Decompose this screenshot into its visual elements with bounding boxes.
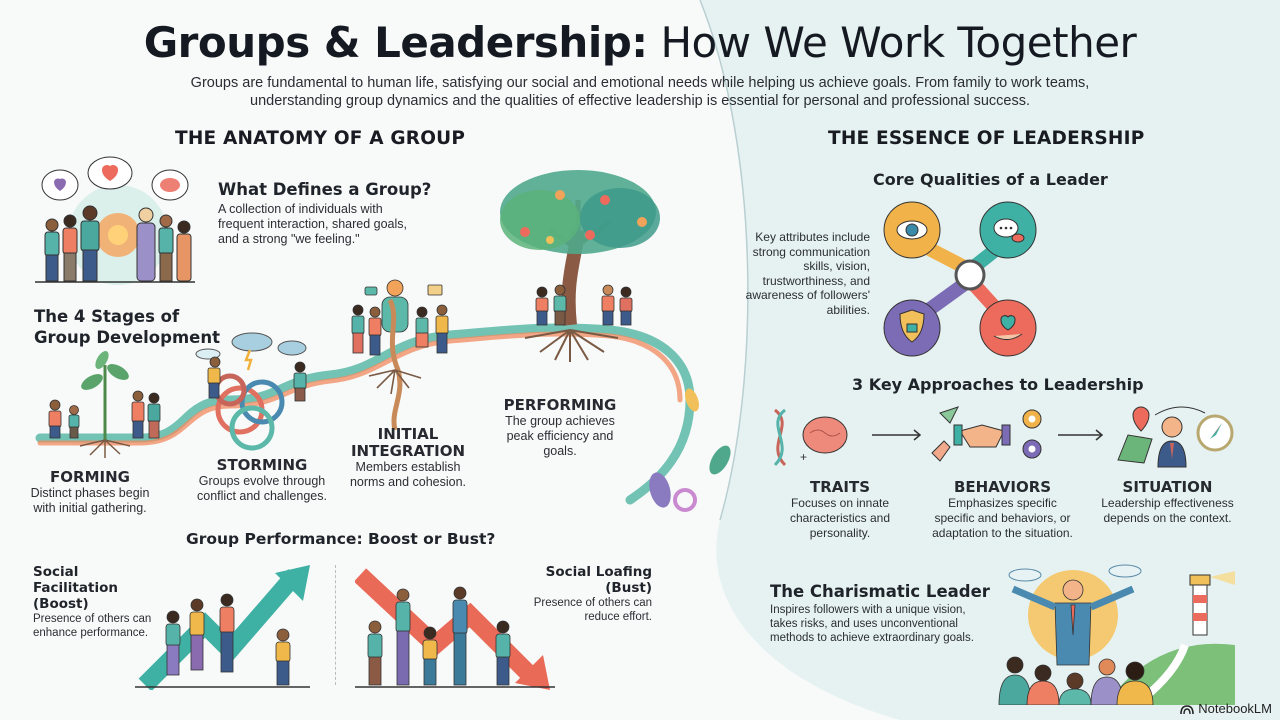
sapling-icon — [79, 350, 131, 458]
anatomy-heading: THE ANATOMY OF A GROUP — [175, 128, 466, 149]
bust-desc: Presence of others can reduce effort. — [533, 597, 652, 623]
core-qualities-text: Key attributes include strong communicat… — [745, 230, 870, 317]
heart-bubble-icon — [87, 156, 133, 190]
approaches-title: 3 Key Approaches to Leadership — [852, 375, 1144, 394]
heart-hand-icon — [979, 299, 1037, 357]
brain-bubble-icon — [151, 169, 189, 201]
performance-heading: Group Performance: Boost or Bust? — [186, 530, 496, 548]
approach-desc: Focuses on innate characteristics and pe… — [789, 496, 891, 540]
group-people-illustration — [35, 156, 195, 285]
stage-title: INITIAL INTEGRATION — [350, 425, 466, 460]
arrow-right-icon — [872, 429, 922, 441]
approach-title: SITUATION — [1122, 478, 1213, 496]
stage-title: PERFORMING — [503, 396, 617, 414]
title-light: How We Work Together — [647, 18, 1137, 67]
arrow-right-icon — [1058, 429, 1104, 441]
social-facilitation-block: Social Facilitation (Boost) Presence of … — [33, 564, 163, 640]
approach-title: TRAITS — [809, 478, 870, 496]
svg-text:+: + — [800, 450, 807, 464]
approach-desc: Emphasizes specific specific and behavio… — [932, 496, 1073, 540]
stage-title: STORMING — [216, 456, 308, 474]
notebooklm-logo-icon — [1180, 704, 1195, 714]
core-qualities-title: Core Qualities of a Leader — [873, 170, 1108, 189]
stage-desc: Groups evolve through conflict and chall… — [197, 474, 327, 503]
definition-text: A collection of individuals with frequen… — [218, 202, 408, 246]
storm-cloud-icon — [195, 332, 307, 371]
stage-storming: STORMING Groups evolve through conflict … — [188, 456, 336, 504]
boost-subtitle: (Boost) — [33, 596, 89, 612]
approaches-icons: + — [773, 406, 1234, 468]
definition-title: What Defines a Group? — [218, 180, 432, 199]
gear-icon — [1022, 409, 1042, 459]
page-title: Groups & Leadership: How We Work Togethe… — [0, 18, 1280, 67]
boost-desc: Presence of others can enhance performan… — [33, 613, 152, 639]
stage-forming: FORMING Distinct phases begin with initi… — [30, 468, 150, 516]
stages-heading-line1: The 4 Stages of — [34, 307, 180, 326]
stage-initial-integration: INITIAL INTEGRATION Members establish no… — [345, 426, 471, 490]
shield-lock-icon — [883, 299, 941, 357]
approach-desc: Leadership effectiveness depends on the … — [1101, 496, 1234, 525]
heart-bubble-icon — [41, 169, 79, 201]
stage-desc: Members establish norms and cohesion. — [349, 460, 467, 489]
leadership-heading: THE ESSENCE OF LEADERSHIP — [828, 128, 1145, 149]
stages-heading: The 4 Stages of Group Development — [34, 306, 220, 348]
stage-performing: PERFORMING The group achieves peak effic… — [490, 396, 630, 459]
stages-ribbon-illustration — [35, 170, 731, 512]
handshake-icon — [953, 424, 1011, 448]
brand-watermark: NotebookLM — [1180, 701, 1272, 716]
social-loafing-block: Social Loafing (Bust) Presence of others… — [530, 564, 652, 624]
stage-title: FORMING — [50, 468, 130, 486]
dna-icon — [773, 408, 787, 467]
falling-arrow-illustration — [355, 568, 555, 690]
compass-icon — [1196, 414, 1234, 452]
title-bold: Groups & Leadership: — [143, 18, 648, 67]
businessman-icon — [1157, 416, 1187, 468]
boost-title: Social Facilitation — [33, 564, 118, 596]
fruit-tree-icon — [500, 170, 660, 362]
approach-behaviors: BEHAVIORS Emphasizes specific specific a… — [930, 478, 1075, 541]
brand-label: NotebookLM — [1198, 701, 1272, 716]
charismatic-text: Inspires followers with a unique vision,… — [770, 604, 974, 644]
approach-traits: TRAITS Focuses on innate characteristics… — [760, 478, 920, 541]
bust-title: Social Loafing — [545, 564, 652, 580]
map-pin-icon — [1117, 406, 1153, 464]
pointing-hand-icon — [931, 440, 951, 462]
tangled-knot-icon — [213, 373, 285, 451]
rising-arrow-illustration — [135, 565, 310, 690]
charismatic-title: The Charismatic Leader — [770, 582, 990, 601]
approach-title: BEHAVIORS — [953, 478, 1052, 496]
performance-divider — [335, 565, 336, 685]
charismatic-leader-illustration — [998, 564, 1235, 705]
stage-desc: Distinct phases begin with initial gathe… — [30, 486, 150, 515]
stage-desc: The group achieves peak efficiency and g… — [505, 414, 615, 458]
page-subtitle: Groups are fundamental to human life, sa… — [190, 75, 1090, 109]
brain-icon — [802, 416, 848, 454]
eye-icon — [883, 201, 941, 259]
bust-subtitle: (Bust) — [605, 580, 652, 596]
approach-situation: SITUATION Leadership effectiveness depen… — [1095, 478, 1240, 526]
lighthouse-icon — [1189, 571, 1235, 636]
core-qualities-diagram — [883, 201, 1037, 357]
speech-bubble-icon — [979, 201, 1037, 259]
paper-plane-icon — [939, 406, 959, 424]
stages-heading-line2: Group Development — [34, 328, 220, 347]
